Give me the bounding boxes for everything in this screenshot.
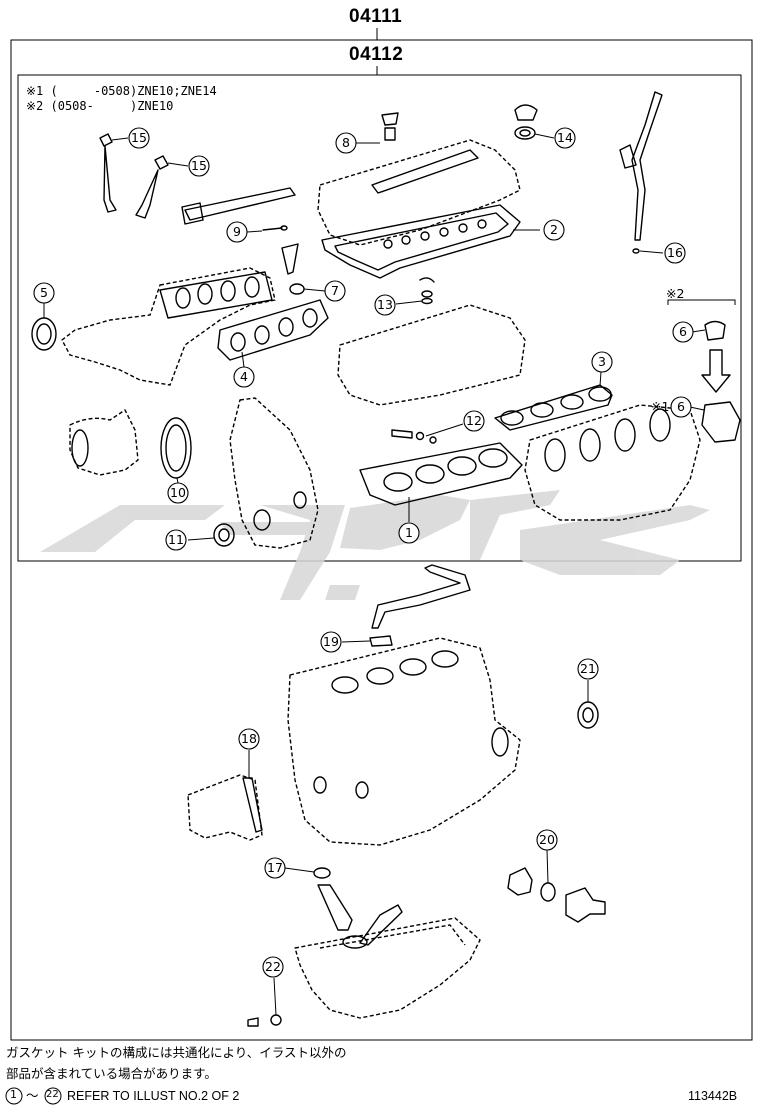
callout-label-3: 3 bbox=[598, 354, 606, 369]
callout-label-10: 10 bbox=[170, 485, 186, 500]
timing-chain-cover bbox=[229, 397, 319, 549]
leader-lines bbox=[43, 133, 706, 1016]
crank-oil-seal bbox=[213, 523, 235, 547]
callout-label-15a: 15 bbox=[131, 130, 147, 145]
callout-6a bbox=[672, 321, 694, 343]
callout-label-21: 21 bbox=[580, 661, 596, 676]
callout-label-11: 11 bbox=[168, 532, 184, 547]
callout-label-16: 16 bbox=[667, 245, 683, 260]
cylinder-head-cover bbox=[317, 112, 521, 246]
oil-level-gauge bbox=[369, 564, 471, 647]
rear-oil-seal bbox=[577, 701, 599, 729]
cylinder-head bbox=[337, 277, 526, 406]
callout-6b bbox=[670, 396, 692, 418]
callout-label-15b: 15 bbox=[191, 158, 207, 173]
watermark-logo bbox=[40, 490, 710, 600]
callout-4 bbox=[233, 366, 255, 388]
callout-label-20: 20 bbox=[539, 832, 555, 847]
callout-label-17: 17 bbox=[267, 860, 283, 875]
oil-pan bbox=[247, 917, 481, 1027]
callout-7 bbox=[324, 280, 346, 302]
inner-frame bbox=[17, 74, 742, 562]
head-cover-gasket bbox=[321, 204, 521, 279]
callout-label-22: 22 bbox=[265, 959, 281, 974]
callout-label-5: 5 bbox=[40, 285, 48, 300]
valve-parts bbox=[99, 133, 169, 219]
front-oil-seal bbox=[31, 317, 57, 351]
dipstick-guide bbox=[619, 91, 663, 254]
exhaust-manifold-gasket bbox=[217, 299, 329, 361]
cylinder-head-gasket bbox=[359, 442, 523, 506]
footer-ref-text: REFER TO ILLUST NO.2 OF 2 bbox=[67, 1089, 240, 1103]
callout-22 bbox=[262, 956, 284, 978]
callout-label-8: 8 bbox=[342, 135, 350, 150]
callout-label-13: 13 bbox=[377, 297, 393, 312]
variant-group-2 bbox=[667, 299, 741, 443]
callout-2 bbox=[543, 219, 565, 241]
footer-ref-tilde: ～ bbox=[26, 1088, 39, 1103]
callout-15b bbox=[188, 155, 210, 177]
thermostat-housing bbox=[69, 409, 192, 479]
plug-tube bbox=[281, 243, 305, 295]
intake-manifold-gasket bbox=[494, 384, 613, 431]
callout-label-14: 14 bbox=[557, 130, 573, 145]
callout-14 bbox=[554, 127, 576, 149]
callout-label-12: 12 bbox=[466, 413, 482, 428]
callout-12 bbox=[463, 410, 485, 432]
oil-pump-cover bbox=[187, 774, 263, 841]
water-drain-parts bbox=[507, 867, 606, 923]
intake-manifold bbox=[524, 404, 701, 521]
callout-label-6b: 6 bbox=[677, 399, 685, 414]
callout-16 bbox=[664, 242, 686, 264]
callout-20 bbox=[536, 829, 558, 851]
outer-frame bbox=[10, 39, 753, 1041]
callout-15a bbox=[128, 127, 150, 149]
filler-cap bbox=[514, 104, 538, 140]
note-1: ※1 ( -0508)ZNE10;ZNE14 bbox=[26, 84, 217, 98]
subkit-code: 04112 bbox=[349, 44, 404, 65]
oil-strainer-gasket bbox=[313, 867, 331, 879]
callout-label-18: 18 bbox=[241, 731, 257, 746]
bolt-part bbox=[391, 429, 437, 444]
callout-3 bbox=[591, 351, 613, 373]
footer-ref-from: 1 bbox=[10, 1088, 17, 1101]
callout-label-1: 1 bbox=[405, 525, 413, 540]
kit-code: 04111 bbox=[349, 6, 403, 27]
callout-circles bbox=[33, 127, 694, 978]
callout-19 bbox=[320, 631, 342, 653]
callout-10 bbox=[167, 482, 189, 504]
callout-label-2: 2 bbox=[550, 222, 558, 237]
footer-japanese-line-2: 部品が含まれている場合があります。 bbox=[6, 1066, 217, 1081]
callout-label-9: 9 bbox=[233, 224, 241, 239]
note-2: ※2 (0508- )ZNE10 bbox=[26, 99, 174, 113]
callout-label-19: 19 bbox=[323, 634, 339, 649]
marker-star-1: ※1 bbox=[651, 399, 670, 414]
callout-11 bbox=[165, 529, 187, 551]
callout-9 bbox=[226, 221, 248, 243]
footer-ref-to: 22 bbox=[46, 1089, 59, 1100]
callout-13 bbox=[374, 294, 396, 316]
cylinder-block bbox=[287, 637, 521, 846]
callout-8 bbox=[335, 132, 357, 154]
callout-18 bbox=[238, 728, 260, 750]
intake-tube bbox=[181, 187, 296, 231]
callout-5 bbox=[33, 282, 55, 304]
callout-1 bbox=[398, 522, 420, 544]
exhaust-manifold bbox=[61, 267, 276, 386]
callout-label-4: 4 bbox=[240, 369, 248, 384]
marker-group-2: ※2 bbox=[666, 286, 685, 301]
callout-label-7: 7 bbox=[331, 283, 339, 298]
footer-japanese-line-1: ガスケット キットの構成には共通化により、イラスト以外の bbox=[6, 1045, 347, 1060]
drawing-number: 113442B bbox=[688, 1089, 738, 1103]
callout-21 bbox=[577, 658, 599, 680]
callout-17 bbox=[264, 857, 286, 879]
oil-strainer bbox=[317, 884, 403, 949]
small-gasket-13 bbox=[421, 297, 433, 305]
callout-label-6a: 6 bbox=[679, 324, 687, 339]
